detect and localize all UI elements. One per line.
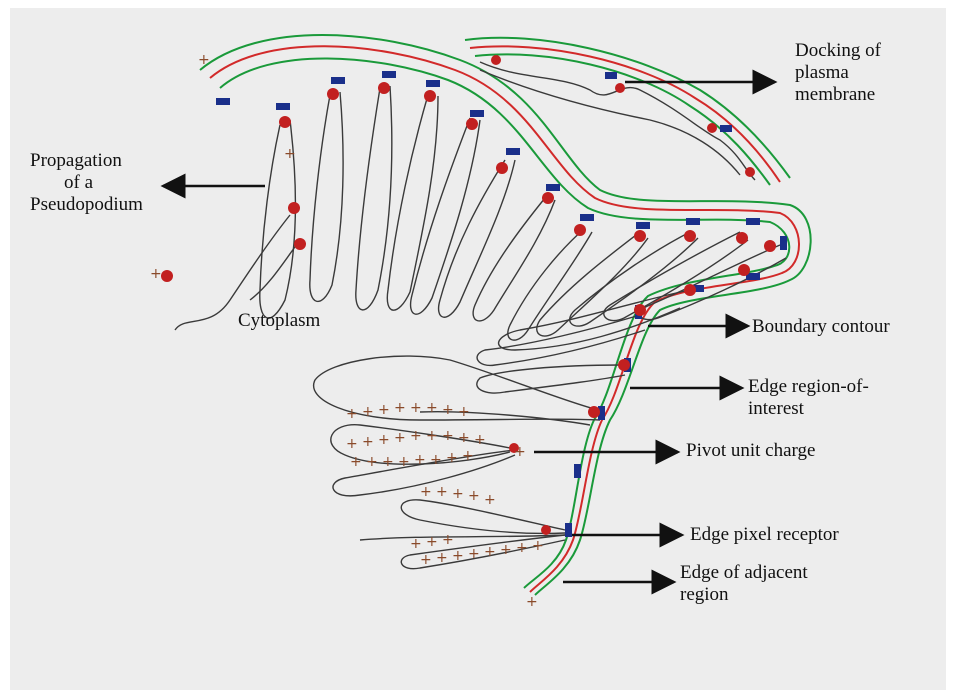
label-propagation: Propagation of a Pseudopodium <box>30 150 143 216</box>
svg-text:+: + <box>410 428 422 444</box>
svg-text:+: + <box>378 402 390 418</box>
svg-text:+: + <box>462 448 474 464</box>
svg-text:+: + <box>362 434 374 450</box>
svg-text:+: + <box>362 404 374 420</box>
svg-text:+: + <box>426 400 438 416</box>
svg-text:+: + <box>394 430 406 446</box>
label-cytoplasm: Cytoplasm <box>238 310 320 332</box>
label-docking-line2: plasma <box>795 62 881 84</box>
label-edge-roi-line1: Edge region-of- <box>748 376 869 398</box>
label-propagation-line2: of a <box>30 172 143 194</box>
label-docking-line3: membrane <box>795 84 881 106</box>
svg-text:+: + <box>500 542 512 558</box>
svg-text:+: + <box>398 454 410 470</box>
svg-text:+: + <box>414 452 426 468</box>
svg-text:+: + <box>350 454 362 470</box>
svg-text:+: + <box>532 538 544 554</box>
svg-text:+: + <box>378 432 390 448</box>
label-edge-adjacent-line1: Edge of adjacent <box>680 562 808 584</box>
svg-text:+: + <box>150 266 162 282</box>
svg-text:+: + <box>458 404 470 420</box>
label-edge-adjacent-line2: region <box>680 584 808 606</box>
svg-text:+: + <box>458 430 470 446</box>
svg-text:+: + <box>484 492 496 508</box>
label-docking-line1: Docking of <box>795 40 881 62</box>
svg-text:+: + <box>284 146 296 162</box>
svg-text:+: + <box>514 444 526 460</box>
svg-text:+: + <box>468 546 480 562</box>
svg-text:+: + <box>484 544 496 560</box>
plus-charges: + + + + + ++++++++ +++++++++ ++++++++ ++… <box>150 52 544 610</box>
svg-text:+: + <box>420 484 432 500</box>
svg-text:+: + <box>516 540 528 556</box>
svg-text:+: + <box>452 548 464 564</box>
svg-text:+: + <box>430 452 442 468</box>
label-docking: Docking of plasma membrane <box>795 40 881 106</box>
svg-text:+: + <box>410 536 422 552</box>
svg-text:+: + <box>426 428 438 444</box>
svg-text:+: + <box>526 594 538 610</box>
svg-text:+: + <box>442 532 454 548</box>
svg-text:+: + <box>446 450 458 466</box>
svg-text:+: + <box>474 432 486 448</box>
label-edge-roi: Edge region-of- interest <box>748 376 869 420</box>
svg-text:+: + <box>420 552 432 568</box>
svg-text:+: + <box>442 402 454 418</box>
svg-text:+: + <box>366 454 378 470</box>
svg-text:+: + <box>346 406 358 422</box>
label-edge-adjacent: Edge of adjacent region <box>680 562 808 606</box>
svg-text:+: + <box>394 400 406 416</box>
svg-text:+: + <box>382 454 394 470</box>
svg-text:+: + <box>442 428 454 444</box>
annotation-arrows <box>163 82 775 582</box>
label-propagation-line3: Pseudopodium <box>30 194 143 216</box>
label-boundary-contour: Boundary contour <box>752 316 890 338</box>
label-pivot-unit-charge: Pivot unit charge <box>686 440 815 462</box>
svg-text:+: + <box>426 534 438 550</box>
svg-text:+: + <box>468 488 480 504</box>
label-edge-pixel-receptor: Edge pixel receptor <box>690 524 839 546</box>
svg-text:+: + <box>346 436 358 452</box>
svg-text:+: + <box>198 52 210 68</box>
svg-text:+: + <box>410 400 422 416</box>
svg-text:+: + <box>436 550 448 566</box>
svg-text:+: + <box>436 484 448 500</box>
label-propagation-line1: Propagation <box>30 150 143 172</box>
svg-text:+: + <box>452 486 464 502</box>
label-edge-roi-line2: interest <box>748 398 869 420</box>
